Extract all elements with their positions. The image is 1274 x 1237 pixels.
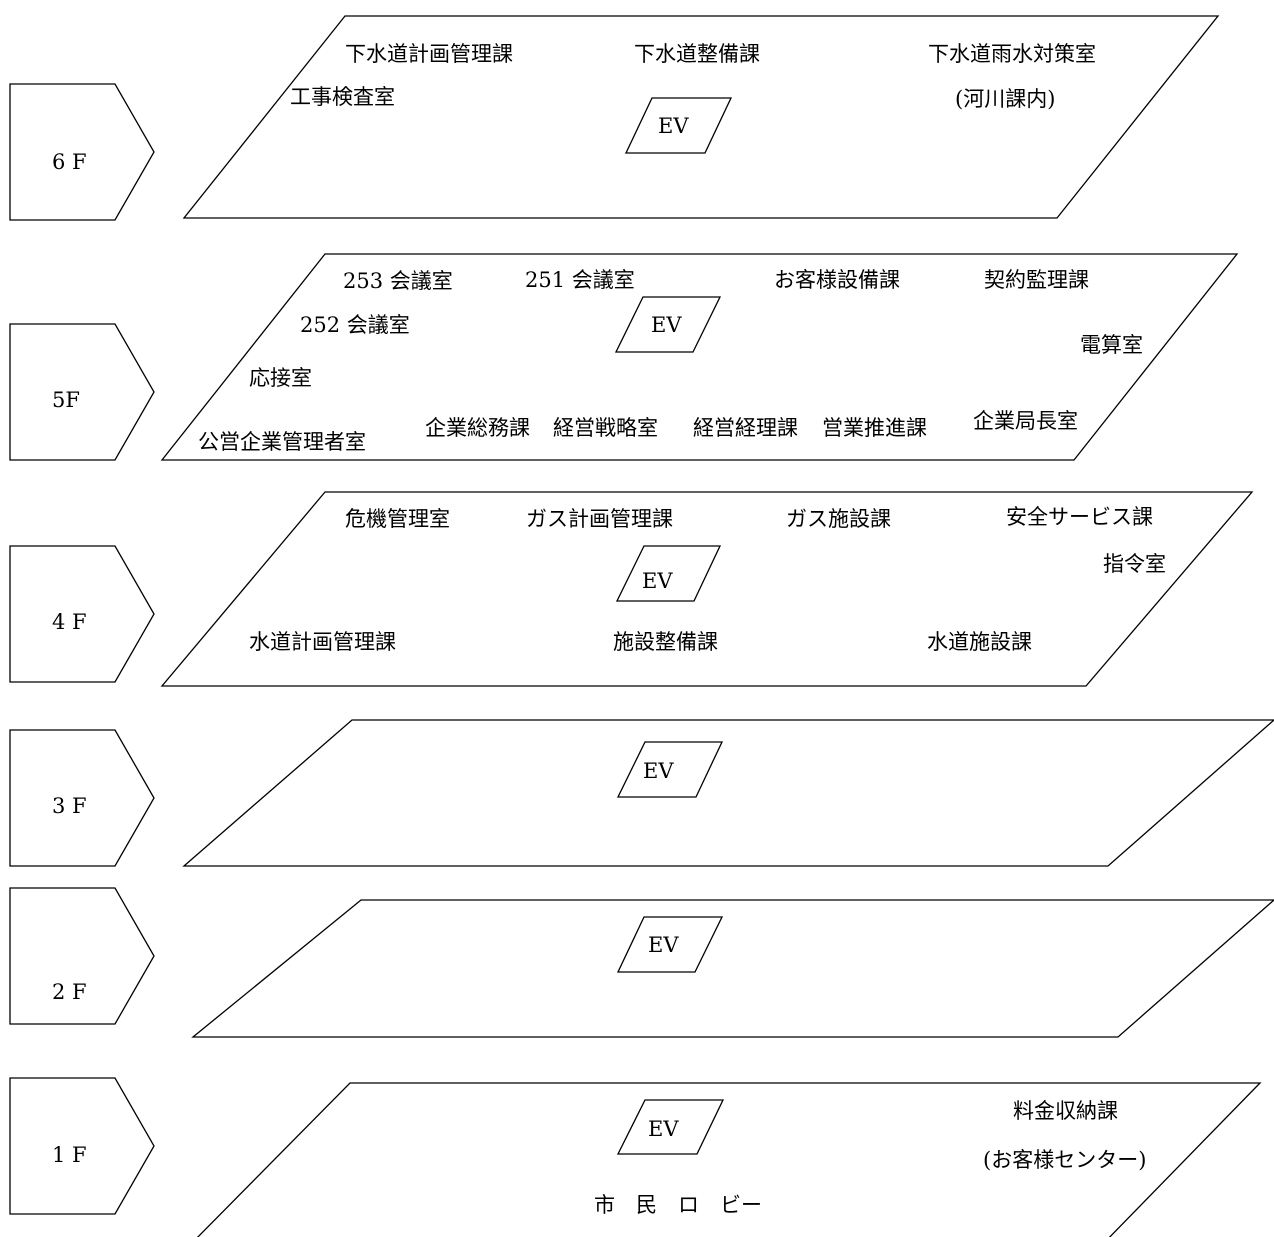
room-label: (河川課内) xyxy=(955,87,1055,111)
room-label: 経営経理課 xyxy=(693,416,798,440)
floor-5f: 5F EV 253 会議室 251 会議室 お客様設備課 契約監理課 252 会… xyxy=(9,253,1239,461)
room-label: 公営企業管理者室 xyxy=(198,430,366,454)
room-label: 企業局長室 xyxy=(973,409,1078,433)
room-label: ガス計画管理課 xyxy=(526,507,673,531)
floor-6f-marker xyxy=(9,83,155,221)
floor-2f-label: 2 F xyxy=(52,980,87,1004)
floor-4f-elevator xyxy=(615,545,722,602)
floor-4f-plan xyxy=(160,491,1254,687)
room-label: 工事検査室 xyxy=(290,85,395,109)
floor-6f-label: 6 F xyxy=(52,150,87,174)
floor-6f-elevator xyxy=(624,97,733,154)
room-label: 下水道整備課 xyxy=(634,42,760,66)
room-label: 応接室 xyxy=(249,366,312,390)
floor-1f-marker xyxy=(9,1077,155,1215)
room-label: 下水道雨水対策室 xyxy=(928,42,1096,66)
floor-3f-label: 3 F xyxy=(52,794,87,818)
floor-4f-label: 4 F xyxy=(52,610,87,634)
floor-2f-marker xyxy=(9,887,155,1025)
room-label: 契約監理課 xyxy=(984,268,1089,292)
floor-4f-elevator-label: EV xyxy=(642,569,673,593)
room-label: 252 会議室 xyxy=(300,313,410,337)
room-label: (お客様センター) xyxy=(983,1148,1146,1172)
floor-5f-elevator xyxy=(614,296,722,353)
room-label: 安全サービス課 xyxy=(1006,505,1153,529)
floor-4f-marker xyxy=(9,545,155,683)
floor-5f-plan xyxy=(160,253,1239,461)
floor-1f-plan xyxy=(196,1082,1262,1237)
room-label: 251 会議室 xyxy=(525,268,635,292)
floor-3f: 3 F EV xyxy=(9,719,1274,867)
room-label: 経営戦略室 xyxy=(553,416,658,440)
floor-4f: 4 F EV 危機管理室 ガス計画管理課 ガス施設課 安全サービス課 指令室 水… xyxy=(9,491,1254,687)
floor-1f-elevator-label: EV xyxy=(648,1117,679,1141)
room-label: 水道計画管理課 xyxy=(249,630,396,654)
room-label: 営業推進課 xyxy=(822,416,927,440)
room-label: 施設整備課 xyxy=(613,630,718,654)
room-label: 指令室 xyxy=(1103,552,1166,576)
floor-5f-label: 5F xyxy=(52,388,80,412)
floor-5f-marker xyxy=(9,323,155,461)
floor-2f-elevator-label: EV xyxy=(648,933,679,957)
room-label: お客様設備課 xyxy=(774,268,900,292)
floor-3f-marker xyxy=(9,729,155,867)
room-label: ガス施設課 xyxy=(786,507,891,531)
room-label: 253 会議室 xyxy=(343,269,453,293)
room-label: 電算室 xyxy=(1080,333,1143,357)
floor-1f-elevator xyxy=(616,1099,725,1155)
floor-6f: 6 F EV 下水道計画管理課 下水道整備課 下水道雨水対策室 工事検査室 (河… xyxy=(9,15,1220,221)
floor-6f-elevator-label: EV xyxy=(658,114,689,138)
floor-2f: 2 F EV xyxy=(9,887,1274,1038)
floor-5f-elevator-label: EV xyxy=(651,313,682,337)
room-label: 危機管理室 xyxy=(345,507,450,531)
floor-6f-plan xyxy=(182,15,1220,219)
floor-3f-plan xyxy=(182,719,1274,867)
floor-1f: 1 F EV 料金収納課 (お客様センター) 市 民 ロ ビー xyxy=(9,1077,1262,1237)
floor-1f-label: 1 F xyxy=(52,1143,87,1167)
floor-3f-elevator xyxy=(616,741,724,798)
floor-2f-plan xyxy=(191,899,1274,1038)
room-label: 市 民 ロ ビー xyxy=(594,1193,762,1217)
room-label: 下水道計画管理課 xyxy=(345,42,513,66)
room-label: 料金収納課 xyxy=(1013,1099,1118,1123)
room-label: 企業総務課 xyxy=(425,416,530,440)
room-label: 水道施設課 xyxy=(927,630,1032,654)
floor-2f-elevator xyxy=(616,916,724,973)
floor-3f-elevator-label: EV xyxy=(643,759,674,783)
